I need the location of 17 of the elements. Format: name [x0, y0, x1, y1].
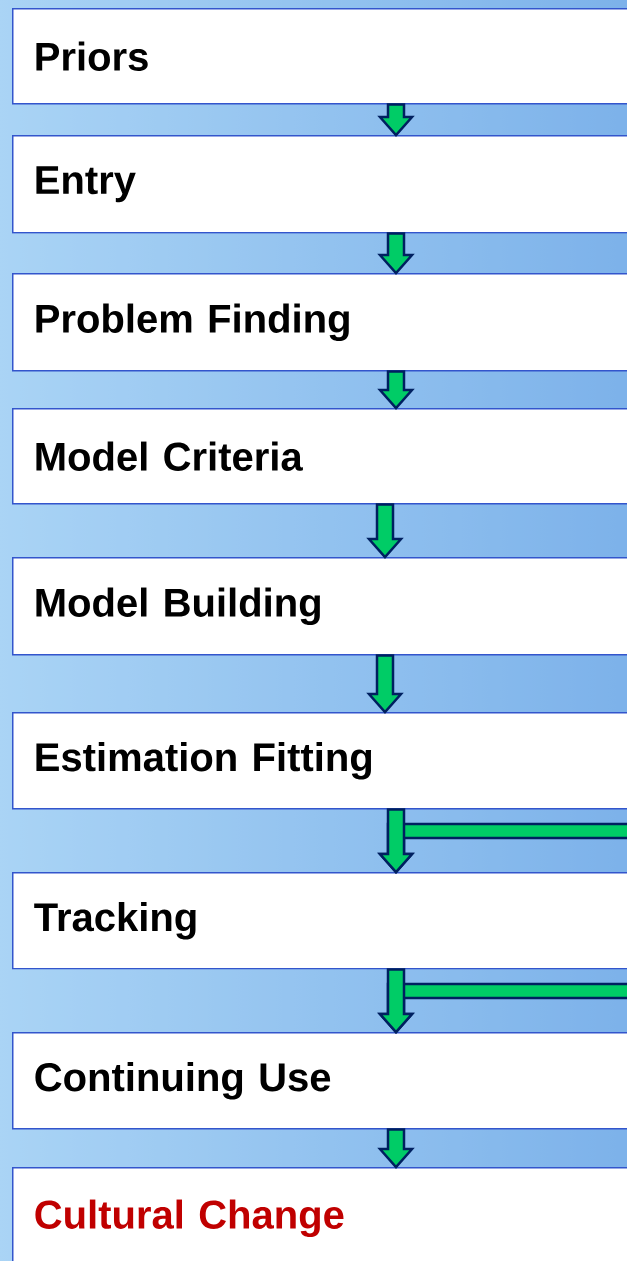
arrow	[377, 808, 415, 874]
arrow	[377, 370, 415, 410]
step-box: Estimation Fitting	[12, 712, 627, 810]
step-box: Tracking	[12, 872, 627, 970]
arrow	[377, 103, 415, 137]
arrow	[377, 968, 415, 1034]
step-box: Priors	[12, 8, 627, 105]
step-box: Continuing Use	[12, 1032, 627, 1130]
arrow	[377, 232, 415, 275]
step-box: Cultural Change	[12, 1167, 627, 1261]
arrow	[366, 654, 404, 714]
step-box: Model Building	[12, 557, 627, 656]
arrow	[377, 1128, 415, 1169]
step-box: Problem Finding	[12, 273, 627, 372]
arrow	[366, 503, 404, 559]
step-box: Model Criteria	[12, 408, 627, 505]
step-box: Entry	[12, 135, 627, 234]
